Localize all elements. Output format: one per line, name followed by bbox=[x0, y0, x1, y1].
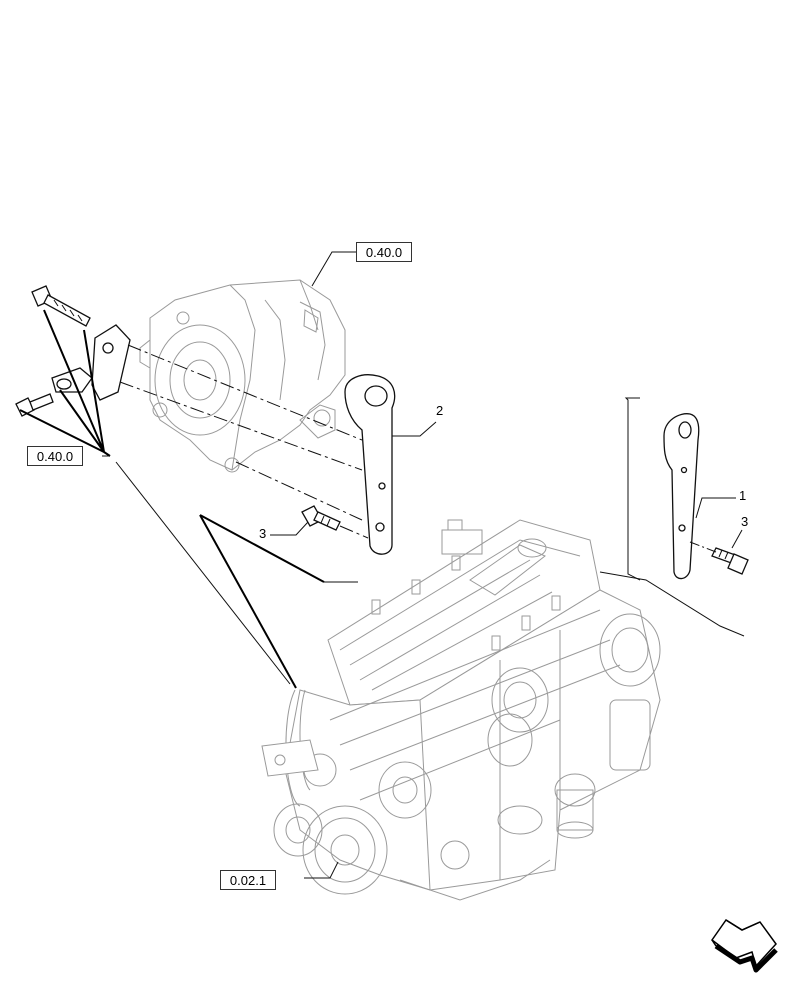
callout-bolt-3-right: 3 bbox=[741, 514, 749, 529]
alternator-long-bolt bbox=[31, 285, 91, 327]
bolt-part-3-center bbox=[301, 505, 341, 531]
bolt-3-right-leader bbox=[731, 529, 743, 549]
left-reference-leaders bbox=[19, 309, 111, 457]
alternator-tension-link bbox=[51, 324, 131, 401]
engine-ghost bbox=[261, 519, 661, 901]
alternator-top-leader bbox=[311, 251, 356, 287]
bolt-3-centerline bbox=[339, 525, 369, 539]
bracket-2-leader bbox=[392, 421, 437, 437]
engine-bracket-leader bbox=[199, 514, 325, 583]
detail-engine-leader bbox=[599, 571, 745, 637]
engine-reference-leader bbox=[304, 861, 339, 879]
alternator-ghost bbox=[139, 279, 346, 473]
callout-bolt-3-center: 3 bbox=[259, 526, 267, 541]
engine-lower-leader bbox=[199, 514, 297, 689]
detail-bracket-line bbox=[624, 397, 641, 581]
bolt-part-3-right bbox=[711, 547, 749, 575]
centerline-middle bbox=[119, 381, 363, 471]
reference-alternator-top[interactable]: 0.40.0 bbox=[356, 242, 412, 262]
centerline-upper bbox=[127, 344, 363, 441]
callout-bracket-1: 1 bbox=[739, 488, 747, 503]
bracket-part-1 bbox=[663, 413, 700, 580]
reference-engine[interactable]: 0.02.1 bbox=[220, 870, 276, 890]
bracket-part-2 bbox=[344, 374, 396, 555]
next-page-arrow-icon[interactable] bbox=[710, 918, 778, 973]
reference-alternator-left[interactable]: 0.40.0 bbox=[27, 446, 83, 466]
left-reference-thin-leader bbox=[115, 461, 291, 685]
centerline-lower bbox=[235, 461, 363, 521]
bracket-1-leader bbox=[695, 497, 736, 519]
bolt-3-center-leader bbox=[270, 521, 309, 536]
callout-bracket-2: 2 bbox=[436, 403, 444, 418]
bolt-3-right-centerline bbox=[689, 541, 717, 553]
alternator-short-bolt bbox=[15, 393, 54, 417]
